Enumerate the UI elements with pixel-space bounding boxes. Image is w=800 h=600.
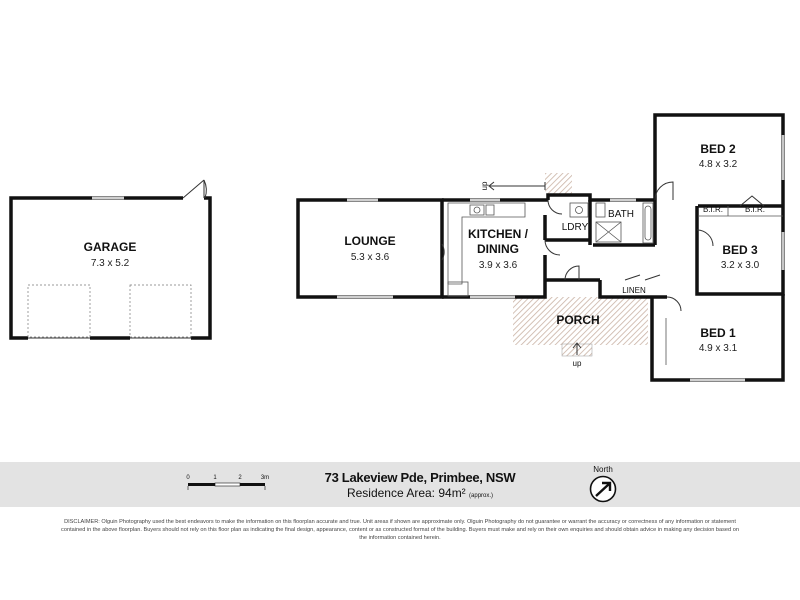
room-labels: LOUNGE 5.3 x 3.6 KITCHEN / DINING 3.9 x … [344, 142, 765, 354]
scale-tick-3: 3m [261, 475, 269, 481]
kitchen-name-line2: DINING [477, 242, 519, 256]
footer-band [0, 462, 800, 507]
garage-dims: 7.3 x 5.2 [91, 258, 130, 269]
windows [337, 135, 785, 382]
north-label: North [593, 465, 613, 474]
scale-bar: 0 1 2 3m [186, 475, 269, 490]
bed3-name: BED 3 [722, 243, 758, 257]
rear-stair-label: up [480, 181, 489, 190]
bir2-label: B.I.R. [745, 205, 765, 214]
porch-stair-label: up [573, 359, 582, 368]
garage-name: GARAGE [84, 240, 137, 254]
residence-area-note: (approx.) [469, 493, 494, 499]
linen-label: LINEN [622, 286, 646, 295]
rear-step: up [480, 173, 572, 195]
bed2-dims: 4.8 x 3.2 [699, 159, 738, 170]
property-address: 73 Lakeview Pde, Primbee, NSW [324, 470, 516, 485]
bed3-dims: 3.2 x 3.0 [721, 260, 760, 271]
scale-tick-0: 0 [186, 475, 190, 481]
porch-name: PORCH [556, 313, 599, 327]
bed1-name: BED 1 [700, 326, 736, 340]
kitchen-dims: 3.9 x 3.6 [479, 260, 518, 271]
porch: PORCH up [513, 297, 648, 368]
scale-tick-2: 2 [238, 475, 242, 481]
residence-area: Residence Area: 94m² (approx.) [300, 486, 540, 500]
bed1-dims: 4.9 x 3.1 [699, 343, 738, 354]
lounge-name: LOUNGE [344, 234, 395, 248]
fixtures [447, 195, 783, 365]
kitchen-name-line1: KITCHEN / [468, 227, 529, 241]
floor-plan: GARAGE 7.3 x 5.2 PORCH up up [9, 113, 785, 382]
lounge-dims: 5.3 x 3.6 [351, 252, 390, 263]
house-walls [296, 113, 785, 382]
scale-tick-1: 1 [213, 475, 217, 481]
disclaimer-text: DISCLAIMER: Olguin Photography used the … [61, 519, 739, 541]
laundry-name: LDRY [562, 222, 589, 233]
bed2-name: BED 2 [700, 142, 736, 156]
doors [441, 181, 714, 312]
residence-area-value: Residence Area: 94m² [346, 486, 466, 500]
bir1-label: B.I.R. [703, 205, 723, 214]
north-arrow-icon [589, 475, 617, 503]
garage: GARAGE 7.3 x 5.2 [9, 179, 212, 341]
bath-name: BATH [608, 209, 634, 220]
